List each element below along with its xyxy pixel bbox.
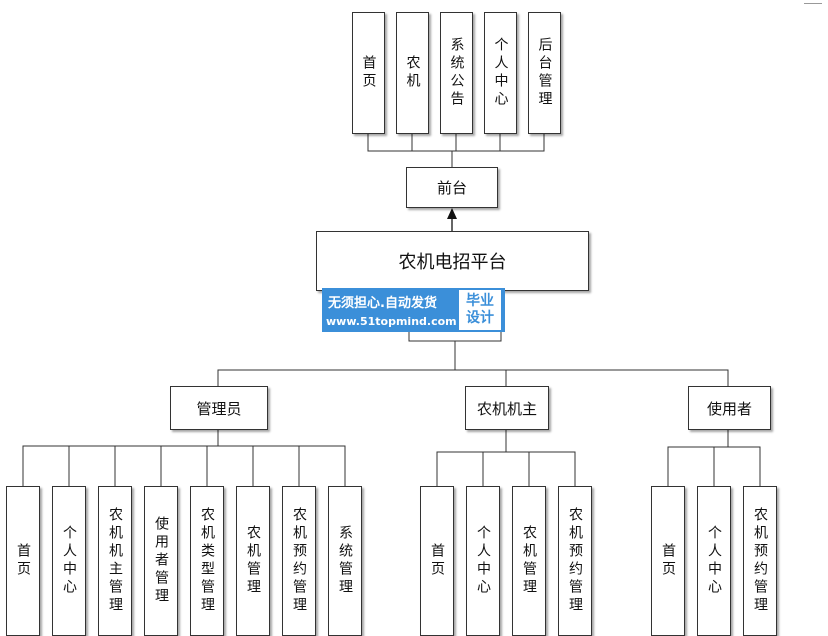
admin-item-booking-management: 农机预约管理 (282, 486, 316, 636)
admin-item-user-management: 使用者管理 (144, 486, 178, 636)
role-machine-owner: 农机机主 (465, 386, 549, 430)
watermark-slogan: 无须担心.自动发货 (328, 296, 437, 311)
user-item-home: 首页 (651, 486, 685, 636)
watermark-badge-line1: 毕业 (466, 293, 494, 309)
connector-roles-bus (217, 369, 729, 386)
connector-watermark-box (408, 330, 502, 342)
connector-lines (22, 133, 761, 486)
front-item-home: 首页 (352, 12, 385, 134)
admin-item-personal-center: 个人中心 (52, 486, 86, 636)
role-user: 使用者 (688, 386, 771, 430)
role-admin: 管理员 (170, 386, 268, 430)
corner-mark (804, 0, 822, 4)
system-structure-diagram: 首页 农机 系统公告 个人中心 后台管理 前台 农机电招平台 无须担心.自动发货… (6, 0, 822, 636)
owner-item-booking-management: 农机预约管理 (558, 486, 592, 636)
admin-item-home: 首页 (6, 486, 40, 636)
user-item-booking-management: 农机预约管理 (743, 486, 777, 636)
connector-owner-bus (436, 451, 576, 486)
user-item-personal-center: 个人中心 (697, 486, 731, 636)
watermark-badge: 毕业 设计 (459, 290, 501, 330)
watermark-badge-line2: 设计 (466, 310, 494, 326)
owner-item-home: 首页 (420, 486, 454, 636)
front-item-personal-center: 个人中心 (484, 12, 517, 134)
watermark-banner: 无须担心.自动发货 www.51topmind.com 毕业 设计 (322, 288, 505, 332)
front-node: 前台 (406, 167, 498, 208)
admin-item-owner-management: 农机机主管理 (98, 486, 132, 636)
admin-item-machinery-management: 农机管理 (236, 486, 270, 636)
owner-item-personal-center: 个人中心 (466, 486, 500, 636)
front-item-machinery: 农机 (396, 12, 429, 134)
owner-item-machinery-management: 农机管理 (512, 486, 546, 636)
root-node: 农机电招平台 (316, 231, 589, 291)
admin-item-system-management: 系统管理 (328, 486, 362, 636)
watermark-url: www.51topmind.com (326, 315, 457, 328)
arrow-head-up-icon (447, 208, 457, 219)
front-item-announcements: 系统公告 (440, 12, 473, 134)
connector-admin-bus (22, 445, 346, 486)
front-item-backend: 后台管理 (528, 12, 561, 134)
admin-item-type-management: 农机类型管理 (190, 486, 224, 636)
